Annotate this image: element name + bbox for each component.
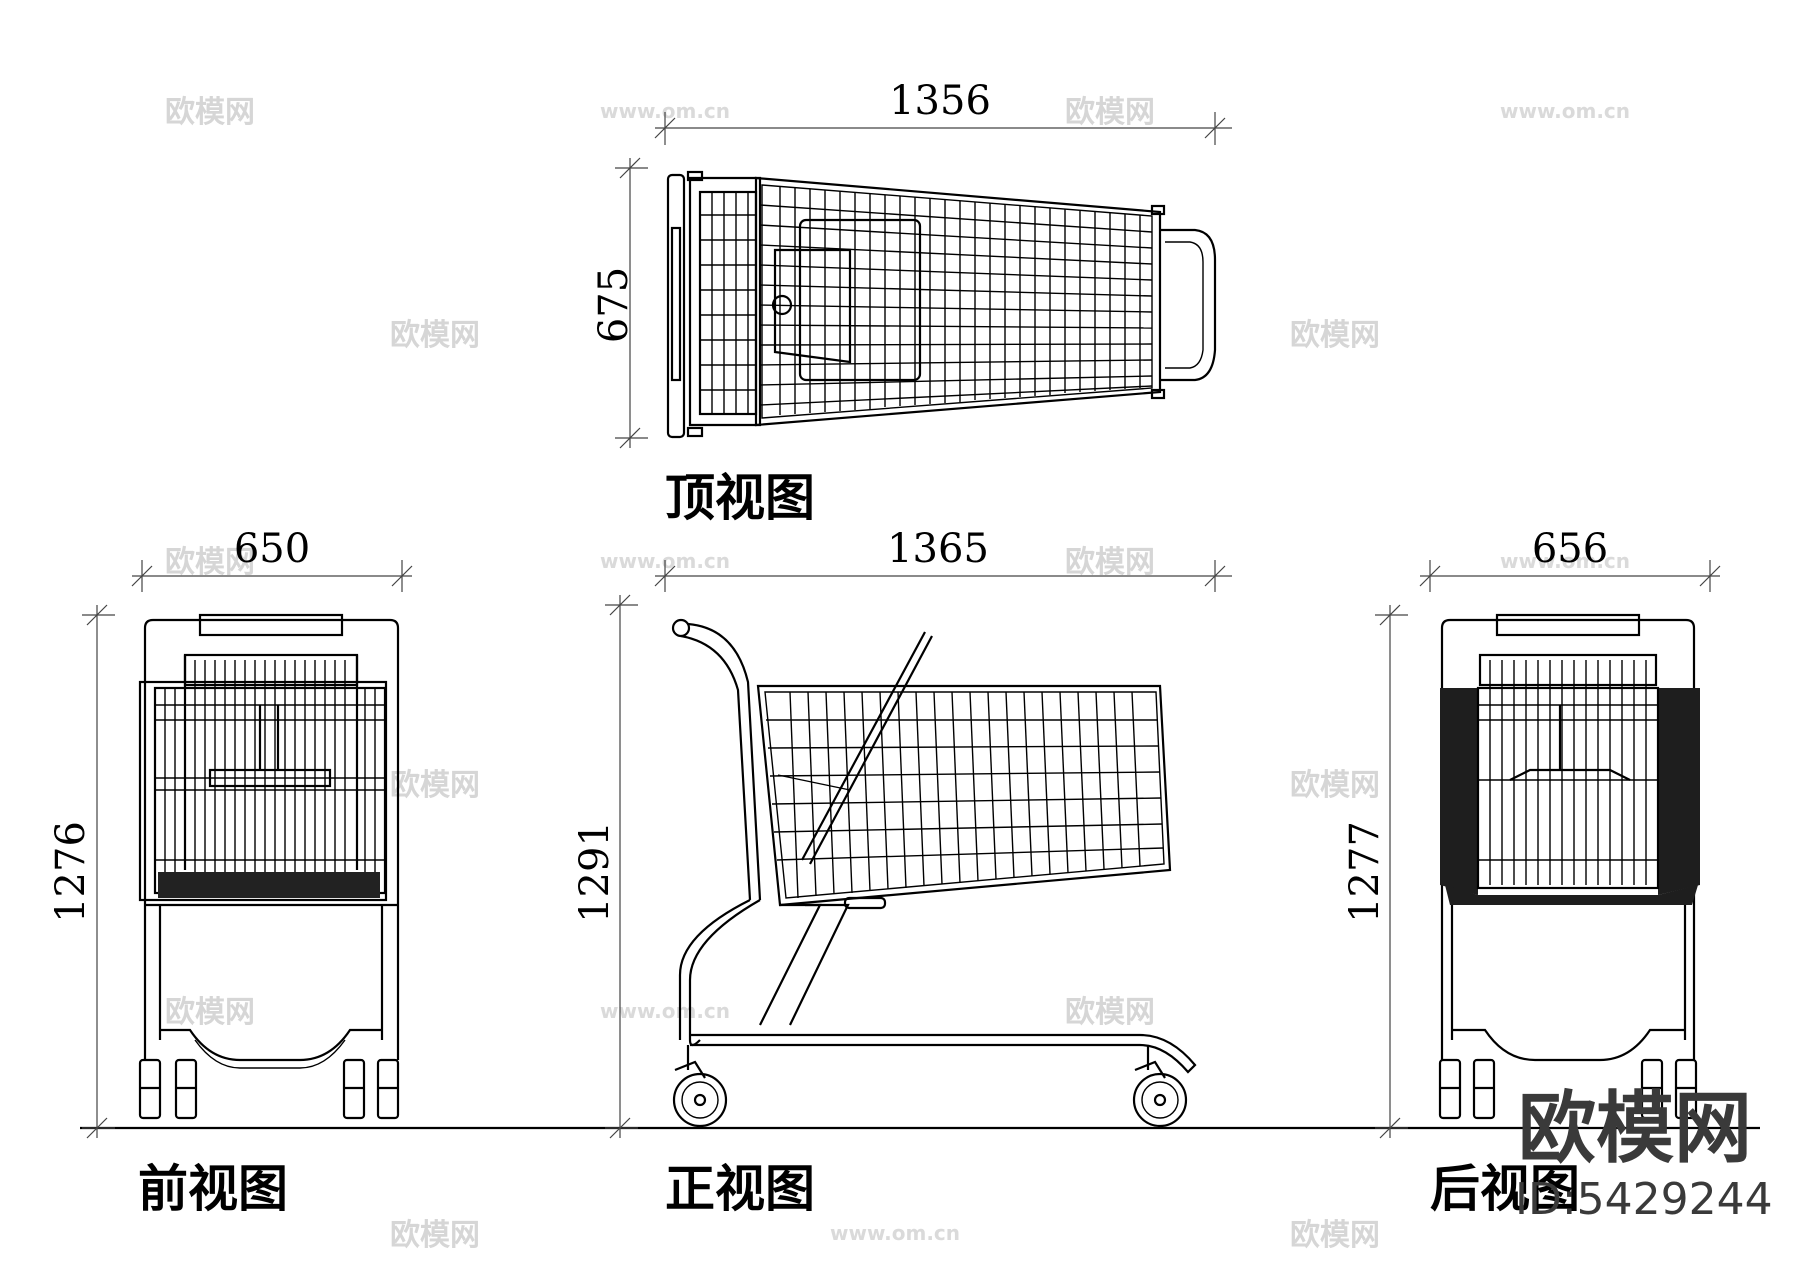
- site-watermark-logo: 欧模网 ID:5429244: [1515, 1084, 1773, 1225]
- watermark-mark: 欧模网: [390, 768, 480, 803]
- watermark-url: www.om.cn: [830, 1221, 960, 1245]
- side-view: 1365 1291: [572, 526, 1232, 1218]
- front-width-dimension: 650: [131, 526, 413, 592]
- watermark-mark: 欧模网: [1065, 545, 1155, 580]
- watermark-url: www.om.cn: [1500, 99, 1630, 123]
- top-width-label: 1356: [889, 78, 991, 124]
- top-view-caption: 顶视图: [665, 468, 815, 527]
- watermark-mark: 欧模网: [1065, 995, 1155, 1030]
- front-height-dimension: 1276: [48, 604, 115, 1139]
- top-width-dimension: 1356: [654, 78, 1232, 145]
- top-view: 1356 675: [591, 78, 1232, 527]
- back-height-dimension: 1277: [1342, 604, 1408, 1139]
- watermark-mark: 欧模网: [1290, 768, 1380, 803]
- watermark-mark: 欧模网: [390, 1218, 480, 1253]
- watermark-url: www.om.cn: [1500, 549, 1630, 573]
- watermark-mark: 欧模网: [165, 95, 255, 130]
- side-height-label: 1291: [572, 821, 618, 923]
- back-height-label: 1277: [1342, 821, 1388, 923]
- top-grid: [700, 187, 1153, 415]
- watermark-mark: 欧模网: [390, 318, 480, 353]
- background-watermarks: 欧模网 www.om.cn 欧模网 www.om.cn 欧模网 欧模网 欧模网 …: [165, 95, 1630, 1253]
- front-view: 650 1276: [48, 526, 413, 1218]
- back-width-label: 656: [1532, 526, 1608, 572]
- watermark-url: www.om.cn: [600, 999, 730, 1023]
- watermark-mark: 欧模网: [1290, 318, 1380, 353]
- image-id-text: ID:5429244: [1515, 1174, 1773, 1225]
- watermark-mark: 欧模网: [165, 995, 255, 1030]
- front-cart-drawing: [138, 613, 400, 1120]
- front-width-label: 650: [234, 526, 310, 572]
- watermark-mark: 欧模网: [165, 545, 255, 580]
- side-view-caption: 正视图: [665, 1159, 815, 1218]
- top-cart-drawing: [666, 170, 1217, 439]
- top-depth-label: 675: [591, 267, 637, 343]
- logo-text: 欧模网: [1518, 1084, 1752, 1174]
- side-length-label: 1365: [887, 526, 989, 572]
- watermark-mark: 欧模网: [1065, 95, 1155, 130]
- watermark-mark: 欧模网: [1290, 1218, 1380, 1253]
- top-depth-dimension: 675: [591, 157, 648, 449]
- side-height-dimension: 1291: [572, 594, 638, 1139]
- front-height-label: 1276: [48, 821, 94, 923]
- front-view-caption: 前视图: [138, 1159, 288, 1218]
- back-cart-drawing: [1438, 613, 1700, 1120]
- side-cart-drawing: [671, 618, 1197, 1128]
- side-length-dimension: 1365: [654, 526, 1232, 592]
- back-view-caption: 后视图: [1430, 1159, 1580, 1218]
- back-view: 656 1277: [1342, 526, 1721, 1218]
- back-width-dimension: 656: [1419, 526, 1721, 592]
